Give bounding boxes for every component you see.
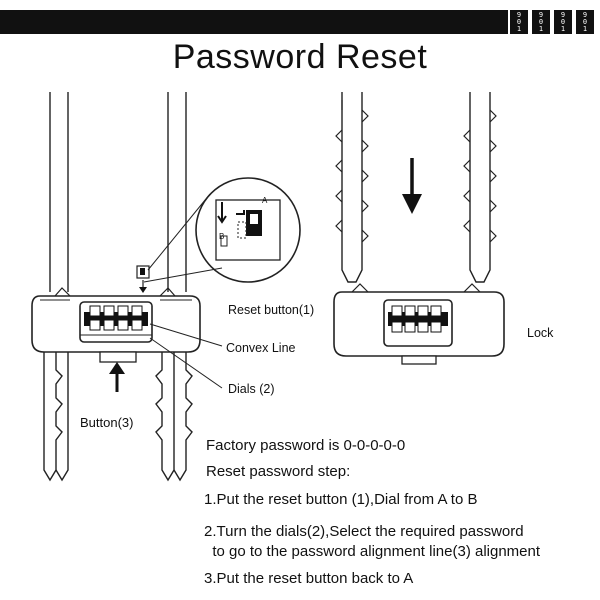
label-button: Button(3) [80, 415, 134, 430]
label-reset-button: Reset button(1) [228, 303, 315, 317]
right-lock-rod-left [341, 92, 363, 283]
reset-step-3: 3.Put the reset button back to A [204, 570, 414, 587]
convex-line-leader [149, 323, 223, 347]
callout-lines [149, 323, 223, 389]
reset-steps-heading: Reset password step: [206, 463, 351, 480]
left-lock [31, 92, 201, 482]
left-rod-lower-b [55, 350, 69, 482]
right-rod-lower-b [173, 350, 193, 482]
inset-label-a: A [262, 196, 268, 205]
dials-leader [149, 337, 223, 389]
left-bottom-button [99, 351, 137, 363]
left-rod-lower-a [43, 350, 63, 482]
right-lock [333, 92, 505, 365]
left-shackle-upper [49, 92, 187, 292]
inset-label-b: B [219, 232, 225, 241]
reset-step-2: 2.Turn the dials(2),Select the required … [204, 523, 524, 540]
zoom-inset [143, 177, 301, 283]
right-lock-rod-right [469, 92, 491, 283]
right-rod-lower-a [155, 350, 175, 482]
label-dials: Dials (2) [228, 382, 275, 396]
page-title: Password Reset [172, 38, 428, 76]
reset-step-2-continued: to go to the password alignment line(3) … [204, 543, 541, 560]
reset-step-1: 1.Put the reset button (1),Dial from A t… [204, 491, 478, 508]
right-bottom-button [401, 355, 437, 365]
factory-password-text: Factory password is 0-0-0-0-0 [206, 437, 406, 454]
label-lock: Lock [527, 326, 554, 340]
label-convex-line: Convex Line [226, 341, 296, 355]
